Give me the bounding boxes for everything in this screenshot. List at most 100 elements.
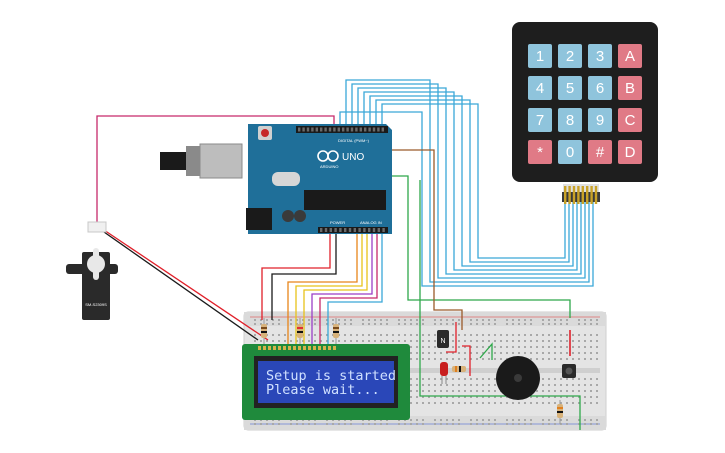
- resistor: [452, 366, 466, 372]
- lcd-pin: [323, 346, 326, 350]
- lcd-pin: [313, 346, 316, 350]
- keypad-key-label: #: [596, 144, 605, 161]
- lcd-line-1: Setup is started: [266, 368, 396, 384]
- header-pin: [344, 228, 347, 232]
- keypad-key: 8: [558, 108, 582, 132]
- keypad-key-label: A: [625, 48, 635, 65]
- header-pin: [324, 228, 328, 232]
- header-pin: [346, 127, 349, 132]
- lcd-pin: [303, 346, 306, 350]
- lcd-pin: [298, 346, 301, 350]
- lcd-pin-header: [258, 346, 336, 350]
- keypad-wires: [339, 79, 594, 287]
- lcd-pin: [328, 346, 331, 350]
- header-pin: [381, 127, 384, 132]
- servo-motor: SM-S2309S: [66, 221, 118, 320]
- analog-label: ANALOG IN: [360, 220, 382, 225]
- servo-model-label: SM-S2309S: [85, 302, 107, 307]
- keypad-pin: [594, 186, 598, 204]
- header-pin: [320, 228, 323, 232]
- push-button: [562, 364, 576, 378]
- header-pin: [315, 127, 318, 132]
- lcd-pin: [263, 346, 266, 350]
- keypad-key: A: [618, 44, 642, 68]
- keypad-key-label: C: [625, 112, 636, 129]
- lcd-pin: [273, 346, 276, 350]
- header-pin: [368, 228, 371, 232]
- keypad-pin: [572, 186, 576, 204]
- header-pin: [302, 127, 305, 132]
- resistors: [261, 318, 563, 424]
- brand-label: ARDUINO: [320, 164, 338, 169]
- lcd-pin: [318, 346, 321, 350]
- lcd-pin: [308, 346, 311, 350]
- header-pin: [350, 127, 354, 132]
- keypad-key: 9: [588, 108, 612, 132]
- lcd-pin: [283, 346, 286, 350]
- power-label: POWER: [330, 220, 345, 225]
- header-pin: [329, 228, 332, 232]
- keypad-pin: [586, 186, 589, 204]
- lcd-pin: [288, 346, 291, 350]
- lcd-pin: [278, 346, 281, 350]
- keypad-key: 0: [558, 140, 582, 164]
- uno-logo: UNO: [342, 152, 364, 163]
- resistor: [297, 318, 303, 344]
- keypad-key-label: 5: [566, 80, 574, 97]
- keypad-key: 7: [528, 108, 552, 132]
- header-pin: [333, 127, 336, 132]
- keypad-pin: [577, 186, 580, 204]
- keypad-pin: [590, 186, 593, 204]
- keypad-key-label: 8: [566, 112, 574, 129]
- keypad-key-label: D: [625, 144, 636, 161]
- keypad-key-label: 1: [536, 48, 544, 65]
- arduino-uno: DIGITAL (PWM~) UNO ARDUINO POWER ANALOG …: [160, 124, 392, 234]
- header-pin: [358, 228, 361, 232]
- keypad-pin-header: [564, 186, 598, 204]
- header-pin: [355, 127, 358, 132]
- header-pin: [377, 228, 380, 232]
- header-pin: [334, 228, 337, 232]
- header-pin: [382, 228, 385, 232]
- lcd-display: Setup is started Please wait...: [242, 344, 410, 420]
- lcd-pin: [333, 346, 336, 350]
- header-pin: [306, 127, 310, 132]
- keypad-key-label: 0: [566, 144, 574, 161]
- header-pin: [320, 127, 323, 132]
- resistor: [333, 318, 339, 344]
- svg-text:N: N: [440, 338, 445, 345]
- keypad-key: 4: [528, 76, 552, 100]
- header-pin: [368, 127, 371, 132]
- keypad-key: D: [618, 140, 642, 164]
- header-pin: [328, 127, 332, 132]
- header-pin: [342, 127, 345, 132]
- resistor: [261, 318, 267, 344]
- keypad-pin: [564, 186, 567, 204]
- keypad-key-label: B: [625, 80, 635, 97]
- header-pin: [298, 127, 301, 132]
- keypad-key: 1: [528, 44, 552, 68]
- header-pin: [311, 127, 314, 132]
- keypad-key-label: 9: [596, 112, 604, 129]
- header-pin: [353, 228, 356, 232]
- lcd-pin: [258, 346, 261, 350]
- keypad-pin: [568, 186, 571, 204]
- lcd-line-2: Please wait...: [266, 382, 380, 398]
- buzzer: [496, 356, 540, 400]
- header-pin: [377, 127, 380, 132]
- header-pin: [359, 127, 362, 132]
- keypad-key-label: 3: [596, 48, 604, 65]
- keypad-key-label: 2: [566, 48, 574, 65]
- header-pin: [348, 228, 352, 232]
- keypad-key: 5: [558, 76, 582, 100]
- keypad-key: 3: [588, 44, 612, 68]
- header-pin: [364, 127, 367, 132]
- header-pin: [363, 228, 366, 232]
- keypad-key-label: *: [537, 144, 543, 161]
- lcd-pin: [293, 346, 296, 350]
- analog-power-pin-header: [320, 228, 385, 232]
- header-pin: [339, 228, 342, 232]
